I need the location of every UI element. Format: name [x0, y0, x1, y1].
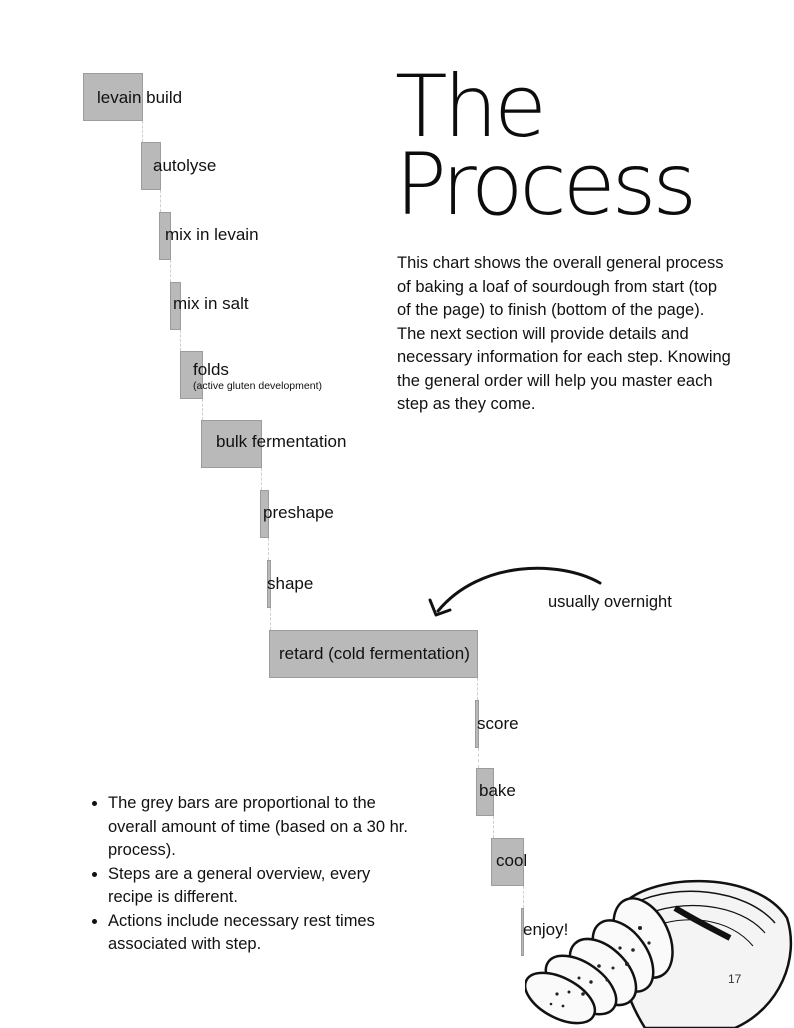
step-label-bulk-fermentation: bulk fermentation — [216, 432, 347, 451]
page-title: The Process — [395, 57, 697, 235]
page-number: 17 — [728, 972, 742, 986]
step-label-cool: cool — [496, 851, 528, 870]
note-item: Actions include necessary rest times ass… — [108, 910, 418, 957]
step-label-autolyse: autolyse — [153, 156, 217, 175]
note-item: The grey bars are proportional to the ov… — [108, 792, 418, 863]
step-bar-mix-in-levain — [159, 212, 171, 260]
step-connector — [268, 538, 269, 560]
step-bar-levain-build — [83, 73, 143, 121]
step-bar-retard — [269, 630, 478, 678]
step-connector — [202, 399, 203, 420]
bread-loaf-illustration — [525, 879, 793, 1028]
step-connector — [270, 608, 271, 630]
step-bar-mix-in-salt — [170, 282, 181, 330]
step-label-preshape: preshape — [263, 503, 334, 522]
step-label-retard: retard (cold fermentation) — [279, 644, 470, 663]
note-item: Steps are a general overview, every reci… — [108, 863, 418, 910]
step-bar-preshape — [260, 490, 269, 538]
step-bar-bake — [476, 768, 494, 816]
step-connector — [477, 678, 478, 700]
step-label-score: score — [477, 714, 519, 733]
step-bar-enjoy — [521, 908, 524, 956]
curved-arrow-icon — [428, 566, 602, 617]
step-connector — [180, 330, 181, 351]
overnight-note: usually overnight — [548, 593, 672, 611]
step-sublabel-folds: (active gluten development) — [193, 380, 322, 392]
step-label-mix-in-levain: mix in levain — [165, 225, 259, 244]
step-connector — [493, 816, 494, 838]
step-bar-shape — [267, 560, 271, 608]
title-line-1: The — [395, 57, 547, 157]
step-connector — [261, 468, 262, 490]
step-label-mix-in-salt: mix in salt — [173, 294, 249, 313]
step-connector — [170, 260, 171, 282]
step-label-shape: shape — [267, 574, 314, 593]
step-label-levain-build: levain build — [97, 88, 183, 107]
step-label-enjoy: enjoy! — [523, 920, 569, 939]
title-line-2: Process — [395, 135, 697, 235]
step-bar-cool — [491, 838, 524, 886]
step-bar-bulk-fermentation — [201, 420, 262, 468]
step-label-bake: bake — [479, 781, 516, 800]
chart-description: This chart shows the overall general pro… — [397, 254, 731, 413]
step-connector — [523, 886, 524, 908]
notes-list: The grey bars are proportional to the ov… — [86, 792, 418, 957]
step-bar-score — [475, 700, 479, 748]
step-bar-autolyse — [141, 142, 161, 190]
step-label-folds: folds — [193, 360, 229, 379]
step-connector — [160, 190, 161, 212]
step-connector — [142, 121, 143, 142]
step-bar-folds — [180, 351, 203, 399]
step-connector — [478, 748, 479, 768]
